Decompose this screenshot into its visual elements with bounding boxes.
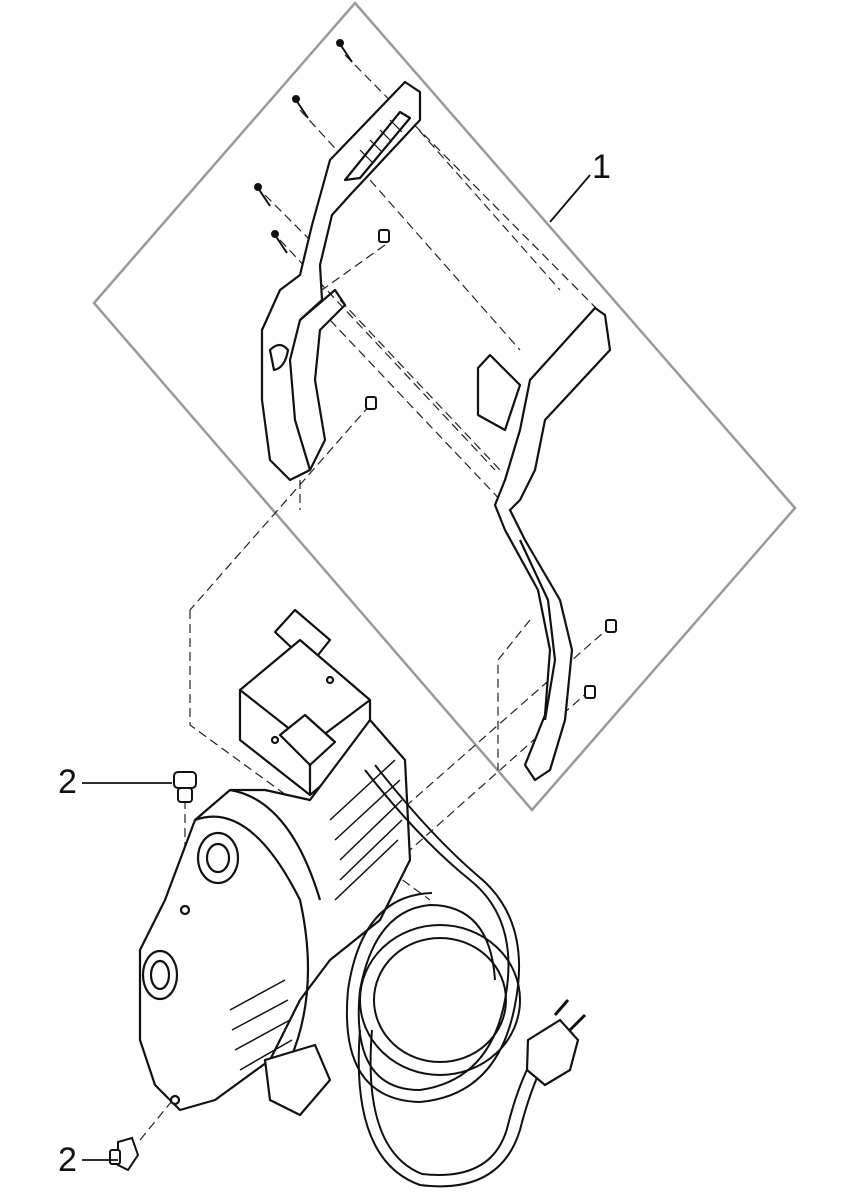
handle-assembly-group-frame [92,1,797,812]
screw-set [254,39,617,699]
power-plug-icon [525,999,587,1087]
drain-plug-top [173,771,197,803]
callout-label-part-2-bottom: 2 [58,1141,77,1179]
bolt-icon [605,619,617,633]
handle-left-half [260,80,422,482]
callout-label-part-1: 1 [592,148,611,186]
drain-plug-bottom [109,1136,140,1172]
handle-right-half [476,306,612,782]
screw-icon [292,95,309,119]
bolt-icon [378,229,390,243]
callout-label-part-2-top: 2 [58,763,77,801]
power-cord [346,764,546,1188]
bolt-icon [584,685,596,699]
screw-icon [271,230,288,254]
terminal-box [238,608,372,797]
screw-icon [254,183,271,207]
callout-leaders [82,174,591,1161]
bolt-icon [365,396,377,410]
pump-motor-body [138,718,412,1117]
screw-icon [336,39,353,63]
